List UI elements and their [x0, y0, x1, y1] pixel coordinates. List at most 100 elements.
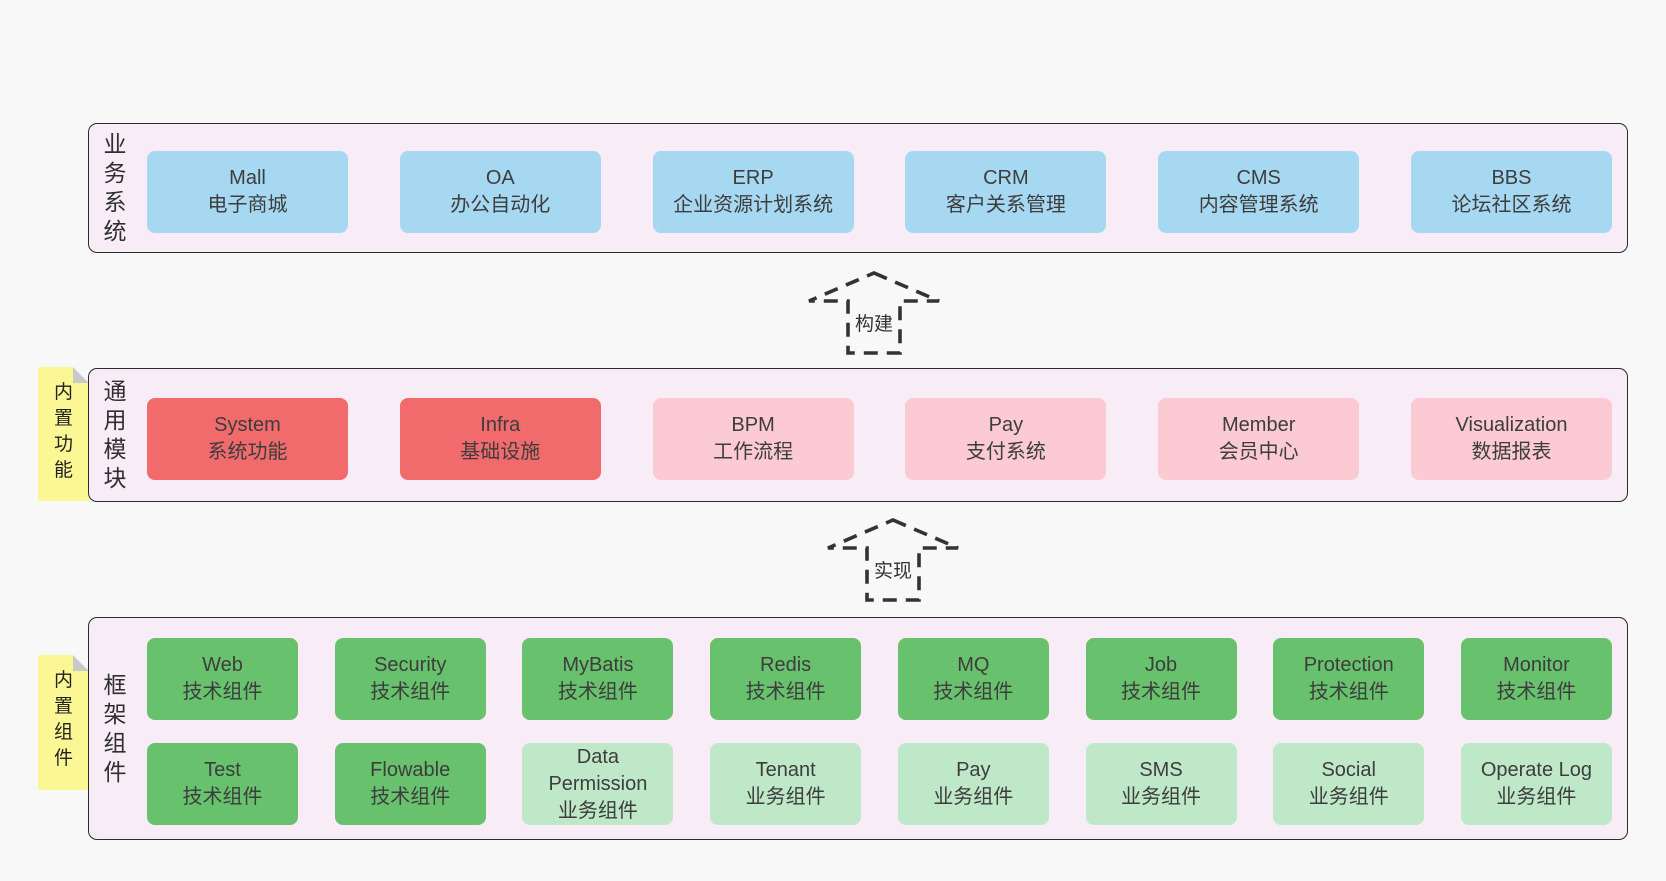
- box-title: System: [214, 414, 281, 436]
- box-subtitle: 业务组件: [1308, 786, 1389, 808]
- box-subtitle: 业务组件: [1496, 786, 1577, 808]
- box-security: Security 技术组件: [334, 638, 486, 720]
- box-title: ERP: [732, 167, 774, 189]
- box-subtitle: 技术组件: [557, 681, 638, 703]
- box-subtitle: 技术组件: [370, 786, 451, 808]
- box-title: Flowable: [370, 759, 451, 781]
- components-row-2: Test 技术组件 Flowable 技术组件 Data Permission …: [147, 743, 1612, 825]
- box-title: MQ: [957, 654, 990, 676]
- box-test: Test 技术组件: [147, 743, 298, 825]
- box-subtitle: 技术组件: [1308, 681, 1389, 703]
- box-subtitle: 技术组件: [182, 681, 263, 703]
- sticky-note-label: 内置功能: [53, 382, 73, 481]
- box-title: Operate Log: [1480, 759, 1593, 781]
- box-flowable: Flowable 技术组件: [334, 743, 486, 825]
- box-subtitle: 客户关系管理: [945, 194, 1066, 216]
- box-mall: Mall 电子商城: [147, 151, 348, 233]
- box-subtitle: 技术组件: [1121, 681, 1202, 703]
- box-monitor: Monitor 技术组件: [1460, 638, 1612, 720]
- box-title: Member: [1222, 414, 1296, 436]
- band-label-framework-components: 框架组件: [103, 671, 127, 785]
- box-subtitle: 会员中心: [1218, 441, 1299, 463]
- box-subtitle: 技术组件: [182, 786, 263, 808]
- box-member: Member 会员中心: [1158, 398, 1360, 480]
- band-label-common-modules: 通用模块: [103, 378, 127, 491]
- box-subtitle: 办公自动化: [450, 194, 551, 216]
- box-subtitle: 工作流程: [713, 441, 794, 463]
- box-subtitle: 业务组件: [557, 799, 638, 822]
- dashed-up-arrow-icon: [827, 518, 959, 602]
- box-system: System 系统功能: [147, 398, 348, 480]
- box-web: Web 技术组件: [147, 638, 298, 720]
- box-subtitle: 业务组件: [745, 786, 826, 808]
- sticky-note-label: 内置组件: [53, 670, 73, 769]
- box-subtitle: 电子商城: [207, 194, 288, 216]
- box-title: SMS: [1139, 759, 1183, 781]
- box-subtitle: 企业资源计划系统: [673, 194, 834, 216]
- box-title: Infra: [480, 414, 521, 436]
- modules-boxes-row: System 系统功能 Infra 基础设施 BPM 工作流程 Pay 支付系统…: [147, 398, 1612, 480]
- box-cms: CMS 内容管理系统: [1158, 151, 1360, 233]
- box-subtitle: 基础设施: [460, 441, 541, 463]
- box-title: CMS: [1236, 167, 1281, 189]
- box-subtitle: 技术组件: [1496, 681, 1577, 703]
- box-title: Data Permission: [548, 745, 648, 795]
- band-business-systems: 业务系统 Mall 电子商城 OA 办公自动化 ERP 企业资源计划系统 CRM…: [88, 123, 1628, 253]
- box-title: Social: [1321, 759, 1376, 781]
- box-subtitle: 技术组件: [370, 681, 451, 703]
- box-subtitle: 业务组件: [1121, 786, 1202, 808]
- box-mq: MQ 技术组件: [897, 638, 1049, 720]
- box-subtitle: 技术组件: [745, 681, 826, 703]
- box-bbs: BBS 论坛社区系统: [1410, 151, 1612, 233]
- box-title: Pay: [956, 759, 991, 781]
- box-title: OA: [485, 167, 515, 189]
- box-bpm: BPM 工作流程: [652, 398, 854, 480]
- up-arrow-implement: 实现: [825, 517, 961, 603]
- box-subtitle: 内容管理系统: [1198, 194, 1319, 216]
- box-pay-component: Pay 业务组件: [897, 743, 1049, 825]
- box-title: CRM: [983, 167, 1029, 189]
- box-protection: Protection 技术组件: [1273, 638, 1425, 720]
- box-subtitle: 技术组件: [933, 681, 1014, 703]
- box-title: Mall: [229, 167, 266, 189]
- arrow-label-build: 构建: [851, 309, 897, 336]
- box-title: Tenant: [755, 759, 816, 781]
- box-sms: SMS 业务组件: [1085, 743, 1237, 825]
- box-pay-system: Pay 支付系统: [905, 398, 1107, 480]
- dashed-up-arrow-icon: [808, 271, 940, 355]
- up-arrow-build: 构建: [806, 270, 942, 356]
- band-framework-components: 框架组件 Web 技术组件 Security 技术组件 MyBatis 技术组件…: [88, 617, 1628, 840]
- box-subtitle: 支付系统: [965, 441, 1046, 463]
- box-title: Visualization: [1455, 414, 1568, 436]
- band-label-business-systems: 业务系统: [103, 131, 127, 244]
- box-subtitle: 论坛社区系统: [1451, 194, 1572, 216]
- box-title: Test: [204, 759, 241, 781]
- box-subtitle: 系统功能: [207, 441, 288, 463]
- box-visualization: Visualization 数据报表: [1410, 398, 1612, 480]
- arrow-label-implement: 实现: [870, 556, 916, 583]
- box-subtitle: 数据报表: [1471, 441, 1552, 463]
- sticky-note-built-in-components: 内置组件: [38, 655, 89, 790]
- components-row-1: Web 技术组件 Security 技术组件 MyBatis 技术组件 Redi…: [147, 638, 1612, 720]
- box-title: Job: [1144, 654, 1178, 676]
- box-title: BBS: [1491, 167, 1532, 189]
- box-title: Monitor: [1503, 654, 1570, 676]
- business-boxes-row: Mall 电子商城 OA 办公自动化 ERP 企业资源计划系统 CRM 客户关系…: [147, 151, 1612, 233]
- box-title: MyBatis: [562, 654, 634, 676]
- box-operate-log: Operate Log 业务组件: [1460, 743, 1612, 825]
- box-title: BPM: [731, 414, 775, 436]
- box-oa: OA 办公自动化: [399, 151, 601, 233]
- box-redis: Redis 技术组件: [710, 638, 862, 720]
- box-title: Security: [374, 654, 447, 676]
- sticky-fold-corner: [73, 655, 89, 671]
- box-title: Protection: [1303, 654, 1394, 676]
- box-title: Redis: [760, 654, 812, 676]
- box-mybatis: MyBatis 技术组件: [522, 638, 674, 720]
- box-tenant: Tenant 业务组件: [710, 743, 862, 825]
- box-title: Pay: [988, 414, 1024, 436]
- box-infra: Infra 基础设施: [399, 398, 601, 480]
- band-common-modules: 通用模块 System 系统功能 Infra 基础设施 BPM 工作流程 Pay…: [88, 368, 1628, 502]
- box-erp: ERP 企业资源计划系统: [652, 151, 854, 233]
- sticky-note-built-in-functions: 内置功能: [38, 367, 89, 501]
